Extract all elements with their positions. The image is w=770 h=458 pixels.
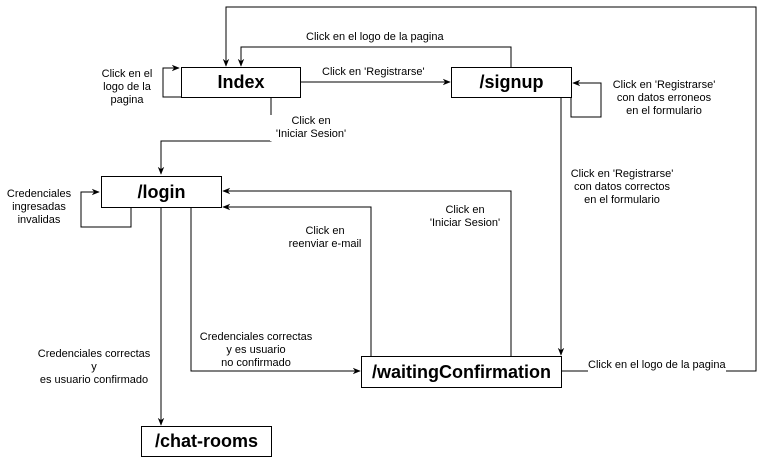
edge-index-self <box>162 64 181 98</box>
label-signup-to-waiting: Click en 'Registrarse' con datos correct… <box>562 168 682 207</box>
edge-login-to-waiting <box>190 207 361 375</box>
edge-login-self <box>80 188 132 228</box>
node-index: Index <box>181 67 301 98</box>
label-waiting-to-login: Click en 'Iniciar Sesion' <box>429 204 501 229</box>
label-login-to-chat: Credenciales correctas y es usuario conf… <box>37 348 151 386</box>
label-index-self: Click en el logo de la pagina <box>101 68 153 106</box>
edge-index-to-login <box>157 97 272 175</box>
edge-waiting-resend <box>222 203 372 357</box>
label-index-to-signup: Click en 'Registrarse' <box>322 66 425 79</box>
edge-waiting-to-login <box>222 187 512 357</box>
node-waiting-confirmation: /waitingConfirmation <box>361 356 562 388</box>
label-index-to-login: Click en 'Iniciar Sesion' <box>270 115 352 141</box>
node-signup: /signup <box>451 67 572 98</box>
label-waiting-resend: Click en reenviar e-mail <box>288 225 362 250</box>
edge-signup-self <box>570 79 602 118</box>
node-chat-rooms: /chat-rooms <box>141 426 272 457</box>
label-login-self: Credenciales ingresadas invalidas <box>6 188 72 226</box>
edge-signup-to-index <box>237 46 512 67</box>
node-login: /login <box>101 176 222 208</box>
label-login-to-waiting: Credenciales correctas y es usuario no c… <box>192 331 320 370</box>
label-signup-self: Click en 'Registrarse' con datos erroneo… <box>612 79 716 117</box>
label-waiting-to-index: Click en el logo de la pagina <box>588 359 726 372</box>
label-signup-to-index: Click en el logo de la pagina <box>306 31 444 44</box>
